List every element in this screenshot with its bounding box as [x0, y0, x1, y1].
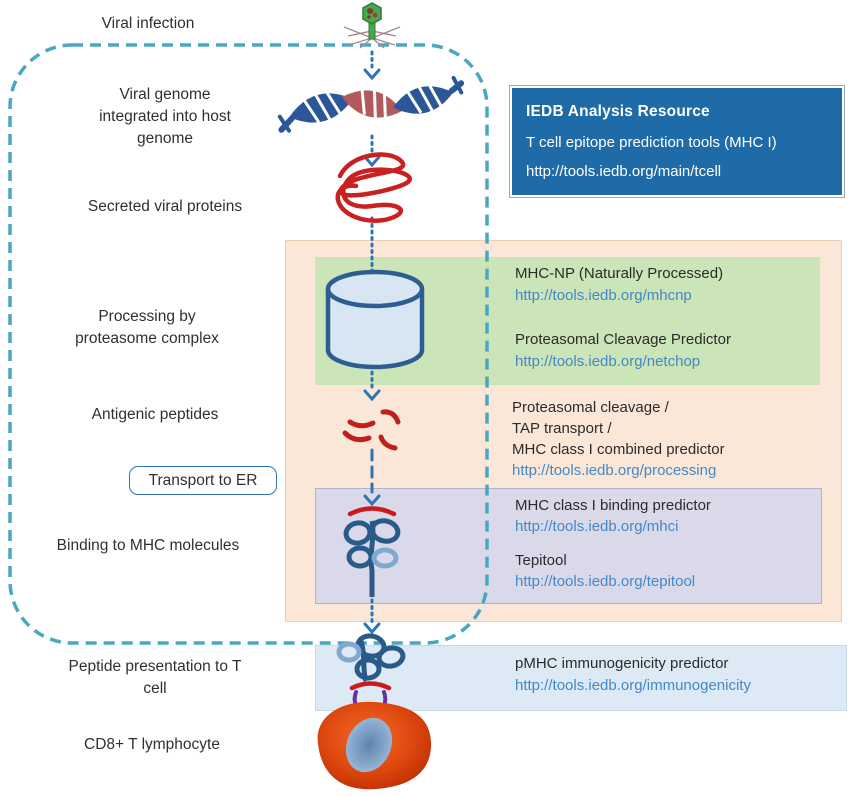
tool-name-mhci: MHC class I binding predictor [515, 497, 711, 514]
tcell-icon [317, 701, 432, 790]
tool-link-processing[interactable]: http://tools.iedb.org/processing [512, 462, 717, 479]
tool-name-processing-line2: TAP transport / [512, 420, 612, 437]
label-binding-mhc: Binding to MHC molecules [56, 537, 240, 554]
tool-name-processing-line3: MHC class I combined predictor [512, 441, 725, 458]
label-antigenic-peptides: Antigenic peptides [91, 406, 219, 423]
tool-name-mhcnp: MHC-NP (Naturally Processed) [515, 265, 724, 282]
tool-link-mhci[interactable]: http://tools.iedb.org/mhci [515, 518, 679, 535]
tool-name-immunogenicity: pMHC immunogenicity predictor [515, 655, 729, 672]
iedb-url-link[interactable]: http://tools.iedb.org/main/tcell [526, 163, 722, 181]
tool-link-immunogenicity[interactable]: http://tools.iedb.org/immunogenicity [515, 677, 751, 694]
tool-name-tepitool: Tepitool [515, 552, 567, 569]
tool-name-processing-line1: Proteasomal cleavage / [512, 399, 669, 416]
label-viral-genome: Viral genome integrated into host genome [99, 86, 231, 147]
label-viral-infection: Viral infection [101, 15, 195, 32]
label-processing: Processing by proteasome complex [75, 308, 219, 347]
tool-link-mhcnp[interactable]: http://tools.iedb.org/mhcnp [515, 287, 692, 304]
arrowhead-icon [363, 622, 381, 635]
label-cd8-lymphocyte: CD8+ T lymphocyte [84, 736, 220, 753]
iedb-header-box: IEDB Analysis Resource T cell epitope pr… [509, 85, 845, 198]
label-peptide-presentation: Peptide presentation to T cell [68, 658, 242, 697]
protein-icon [335, 152, 413, 223]
tool-link-tepitool[interactable]: http://tools.iedb.org/tepitool [515, 573, 696, 590]
virus-icon [343, 2, 401, 49]
arrowhead-icon [363, 155, 381, 168]
dna-icon [277, 75, 465, 133]
arrowhead-icon [363, 68, 381, 81]
iedb-title: IEDB Analysis Resource [526, 102, 710, 120]
label-secreted-proteins: Secreted viral proteins [87, 198, 243, 215]
tool-link-netchop[interactable]: http://tools.iedb.org/netchop [515, 353, 701, 370]
tool-name-netchop: Proteasomal Cleavage Predictor [515, 331, 731, 348]
iedb-subtitle: T cell epitope prediction tools (MHC I) [526, 133, 777, 151]
transport-to-er-box: Transport to ER [129, 466, 277, 495]
